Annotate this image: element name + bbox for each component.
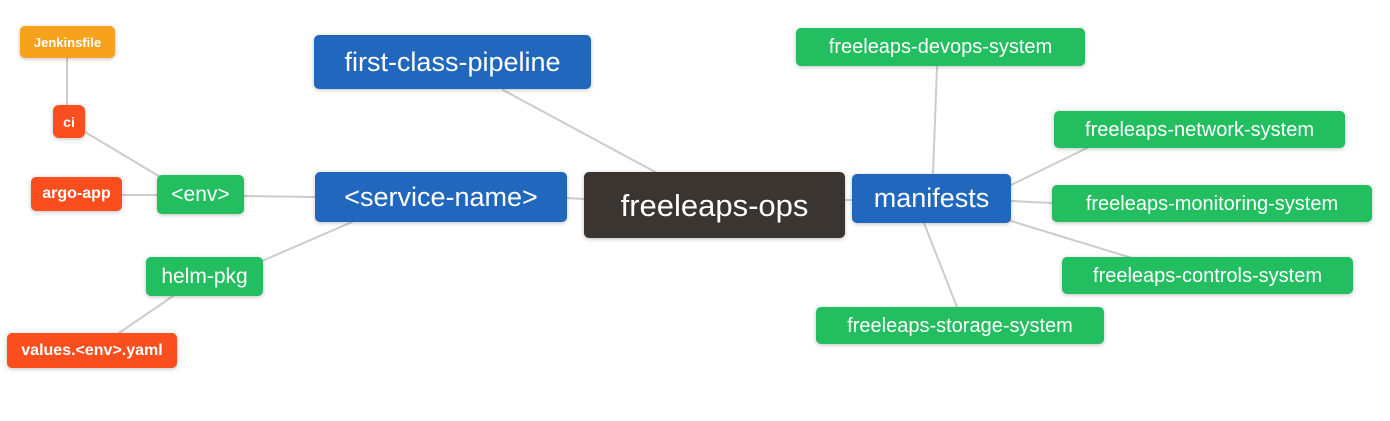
node-manifests[interactable]: manifests: [852, 174, 1011, 223]
edge-helm-pkg-values: [118, 295, 174, 334]
node-argo-app[interactable]: argo-app: [31, 177, 122, 211]
node-service-name[interactable]: <service-name>: [315, 172, 567, 222]
edge-ci-env: [84, 131, 163, 179]
edge-manifests-devops: [932, 66, 938, 175]
edge-pipeline-ops: [502, 89, 658, 174]
edge-service-name-helm-pkg: [261, 221, 353, 262]
edge-manifests-storage: [923, 222, 958, 308]
node-freeleaps-monitoring-system[interactable]: freeleaps-monitoring-system: [1052, 185, 1372, 222]
node-freeleaps-storage-system[interactable]: freeleaps-storage-system: [816, 307, 1104, 344]
node-ci[interactable]: ci: [53, 105, 85, 138]
node-freeleaps-ops[interactable]: freeleaps-ops: [584, 172, 845, 238]
edge-env-service-name: [243, 195, 316, 198]
edge-manifests-network: [1010, 147, 1088, 186]
node-first-class-pipeline[interactable]: first-class-pipeline: [314, 35, 591, 89]
edge-manifests-monitoring: [1010, 200, 1053, 204]
node-helm-pkg[interactable]: helm-pkg: [146, 257, 263, 296]
node-freeleaps-controls-system[interactable]: freeleaps-controls-system: [1062, 257, 1353, 294]
node-env[interactable]: <env>: [157, 175, 244, 214]
edge-service-name-ops: [566, 197, 585, 200]
node-values-env-yaml[interactable]: values.<env>.yaml: [7, 333, 177, 368]
node-jenkinsfile[interactable]: Jenkinsfile: [20, 26, 115, 58]
node-freeleaps-network-system[interactable]: freeleaps-network-system: [1054, 111, 1345, 148]
edge-manifests-controls: [1010, 220, 1133, 259]
node-freeleaps-devops-system[interactable]: freeleaps-devops-system: [796, 28, 1085, 66]
